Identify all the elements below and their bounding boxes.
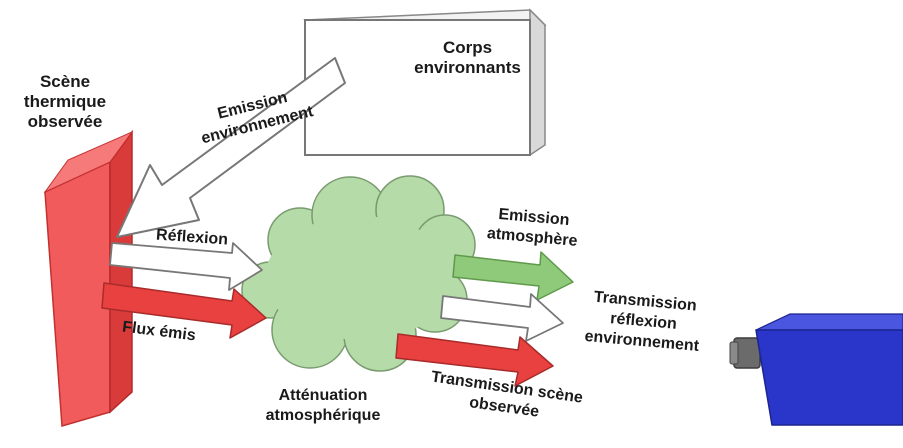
- emission-environment-arrow: [116, 57, 346, 238]
- scene-label-line-2: thermique: [23, 92, 107, 111]
- scene-top: [43, 130, 134, 194]
- attenuation-line-2: atmosphérique: [265, 407, 381, 424]
- corps-label-line-1: Corps: [442, 38, 493, 57]
- emitted-flux-arrow: [101, 282, 267, 339]
- scene-side: [109, 129, 133, 414]
- attenuation-label: Atténuation atmosphérique: [258, 386, 388, 426]
- scene-label-line-3: observée: [27, 112, 103, 131]
- camera-body-front: [755, 329, 903, 426]
- environment-box: [303, 8, 547, 157]
- camera-body-top: [755, 313, 903, 331]
- thermal-camera: [729, 313, 903, 426]
- transmission-reflection-label: Transmission réflexion environnement: [574, 286, 714, 358]
- scene-face: [44, 160, 111, 427]
- corps-label: Corps environnants: [410, 38, 525, 78]
- reflection-arrow: [109, 242, 263, 291]
- transmission-scene-arrow: [395, 333, 554, 387]
- atmosphere-emission-arrow: [452, 251, 574, 301]
- thermal-scene-slab: [43, 129, 134, 427]
- attenuation-line-1: Atténuation: [278, 387, 368, 404]
- transmission-reflection-arrow: [440, 293, 564, 342]
- scene-label-line-1: Scène: [39, 72, 91, 91]
- corps-label-line-2: environnants: [414, 58, 521, 77]
- scene-label: Scène thermique observée: [10, 72, 120, 132]
